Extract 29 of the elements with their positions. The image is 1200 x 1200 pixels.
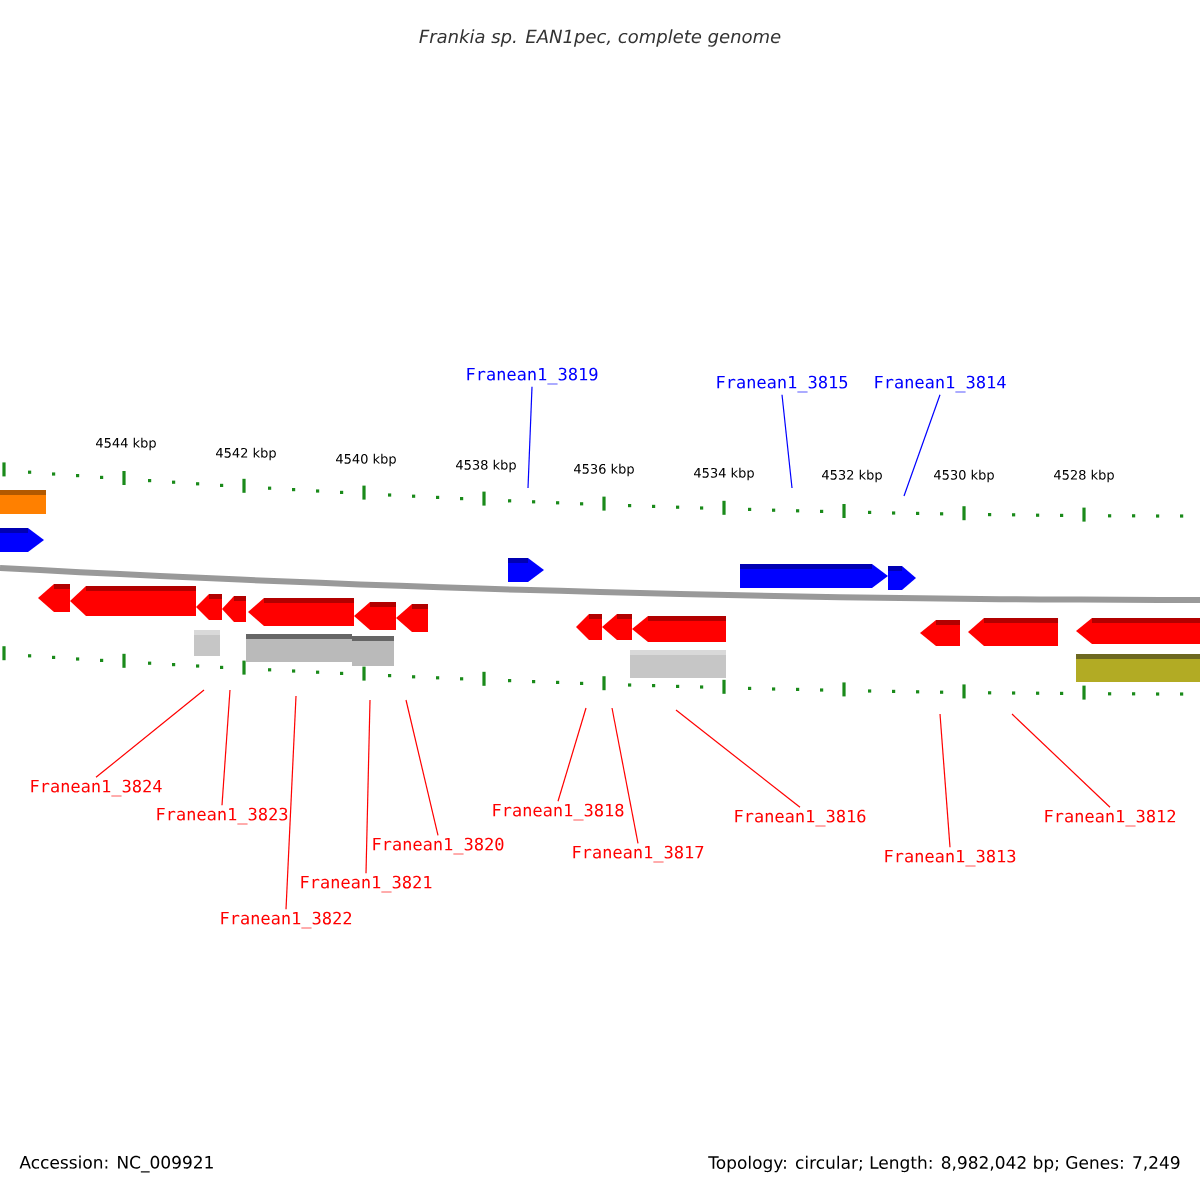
leader-line: [611, 707, 639, 844]
gene-label: Franean1_3818: [493, 803, 624, 821]
leader-line: [285, 695, 297, 910]
gene-label: Franean1_3812: [1045, 809, 1176, 827]
leader-line: [405, 699, 439, 836]
genome-info-text: Topology: circular; Length: 8,982,042 bp; Genes: 7,249: [708, 1155, 1180, 1173]
gene-label: Franean1_3823: [157, 807, 288, 825]
gene-label: Franean1_3821: [301, 875, 432, 893]
gene-label: Franean1_3816: [735, 809, 866, 827]
gene-label: Franean1_3822: [221, 911, 352, 929]
leader-line: [1011, 713, 1111, 808]
leader-line: [95, 689, 205, 778]
leader-line: [675, 709, 801, 808]
leader-line: [557, 707, 587, 802]
gene-label: Franean1_3819: [467, 367, 598, 385]
gene-label: Franean1_3824: [31, 779, 162, 797]
leader-line: [527, 386, 533, 489]
gene-label: Franean1_3814: [875, 375, 1006, 393]
leader-line: [939, 713, 951, 848]
leader-line: [365, 699, 371, 874]
gene-label: Franean1_3817: [573, 845, 704, 863]
title: Frankia sp. EAN1pec, complete genome: [419, 29, 781, 47]
gene-label: Franean1_3820: [373, 837, 504, 855]
gene-label: Franean1_3813: [885, 849, 1016, 867]
leader-line: [781, 394, 793, 489]
leader-line: [221, 689, 231, 806]
accession-text: Accession: NC_009921: [19, 1155, 213, 1173]
leader-line: [903, 394, 941, 497]
gene-label: Franean1_3815: [717, 375, 848, 393]
